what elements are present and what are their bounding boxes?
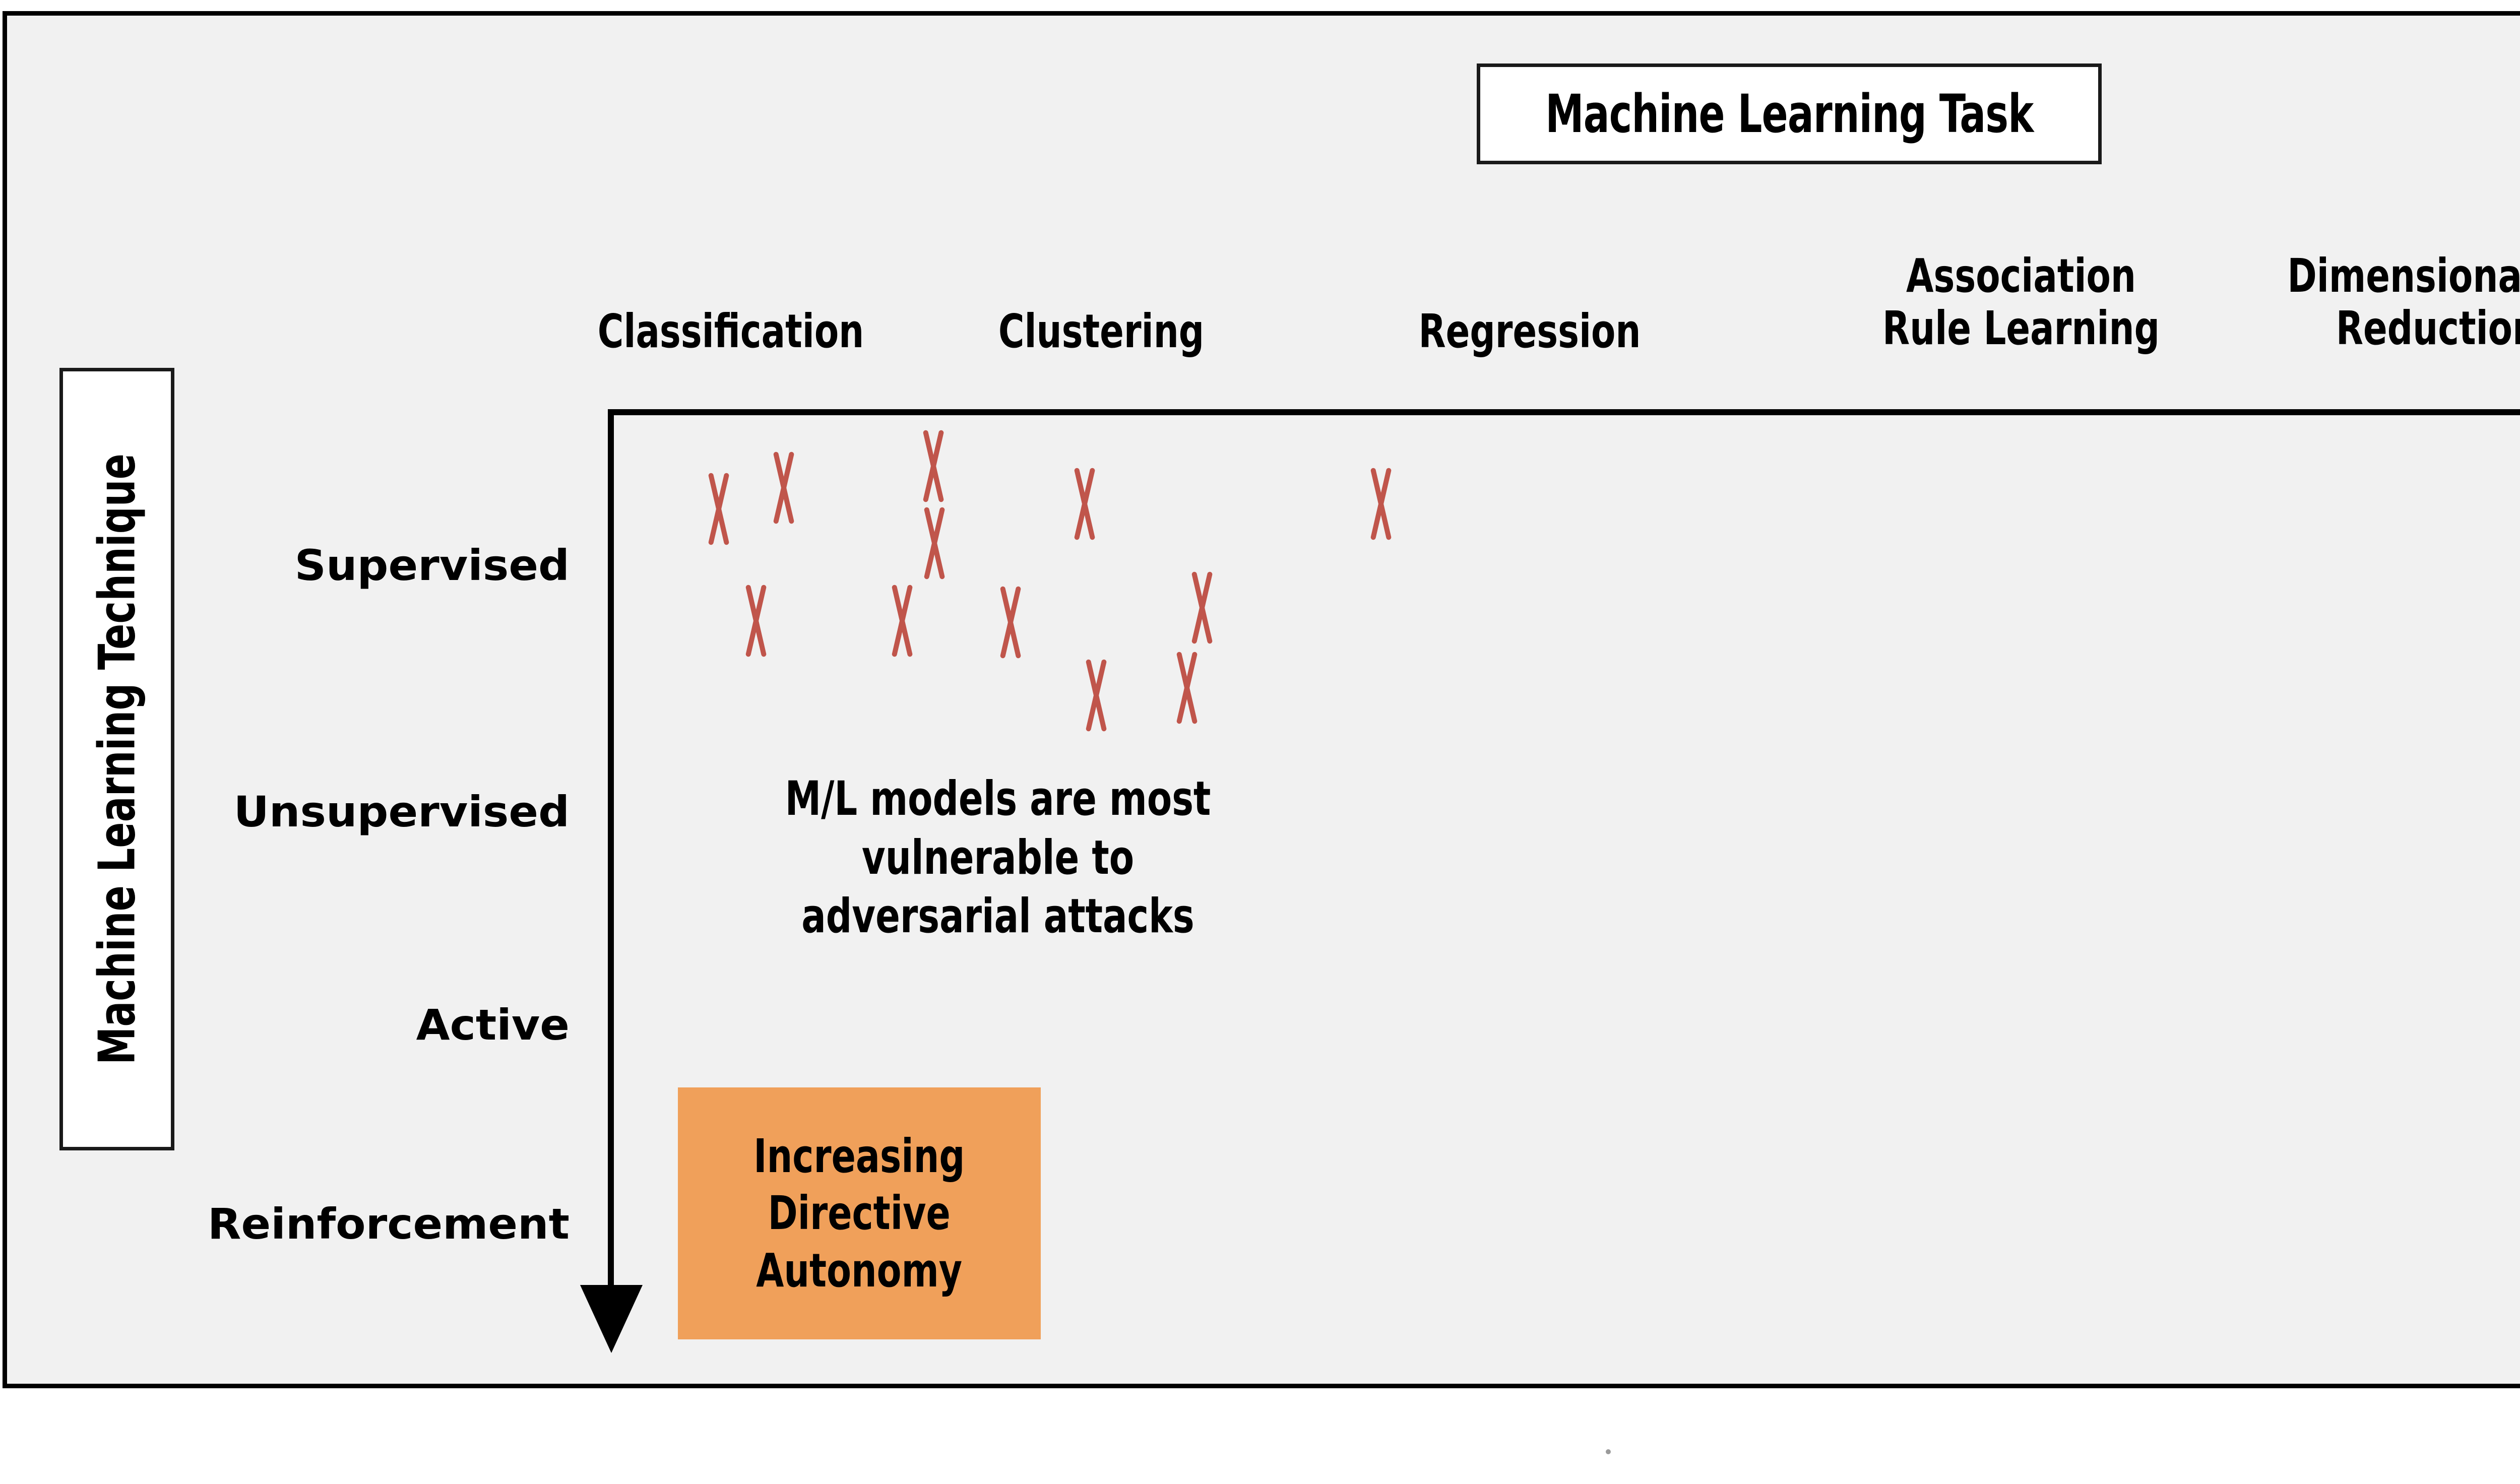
diagram-frame	[3, 11, 2520, 1388]
y-axis-line	[608, 409, 614, 1288]
data-marker-red-x	[918, 506, 951, 580]
callout-increasing-directive-autonomy: Increasing Directive Autonomy	[678, 1087, 1041, 1339]
row-label-supervised: Supervised	[294, 541, 570, 590]
chart-title-box: Machine Learning Task	[1477, 63, 2102, 164]
data-marker-red-x	[886, 584, 919, 658]
column-header-regression: Regression	[1418, 304, 1641, 358]
data-marker-red-x	[1068, 467, 1101, 541]
data-marker-red-x	[1170, 651, 1204, 725]
data-marker-red-x	[1364, 467, 1398, 541]
scan-speckle	[1606, 1449, 1611, 1454]
row-label-active: Active	[416, 1000, 570, 1050]
data-marker-red-x	[917, 429, 950, 503]
data-marker-red-x	[1185, 571, 1219, 644]
column-header-classification: Classification	[597, 304, 864, 358]
row-label-reinforcement: Reinforcement	[207, 1199, 570, 1249]
data-marker-red-x	[994, 586, 1027, 659]
data-marker-red-x	[702, 472, 735, 546]
x-axis-line	[611, 409, 2520, 415]
y-axis-arrow-icon	[580, 1285, 643, 1353]
column-header-clustering: Clustering	[998, 304, 1205, 358]
column-header-dimensionality-reduction: Dimensionality Reduction	[2287, 249, 2520, 355]
data-marker-red-x	[739, 584, 773, 658]
data-marker-red-x	[767, 451, 800, 525]
column-header-association-rule-learning: Association Rule Learning	[1882, 249, 2160, 355]
data-marker-red-x	[1080, 659, 1113, 732]
y-axis-title-box: Machine Learning Technique	[59, 368, 174, 1150]
annotation-most-vulnerable: M/L models are most vulnerable to advers…	[785, 771, 1211, 944]
row-label-unsupervised: Unsupervised	[233, 787, 570, 836]
chart-title: Machine Learning Task	[1545, 83, 2034, 145]
